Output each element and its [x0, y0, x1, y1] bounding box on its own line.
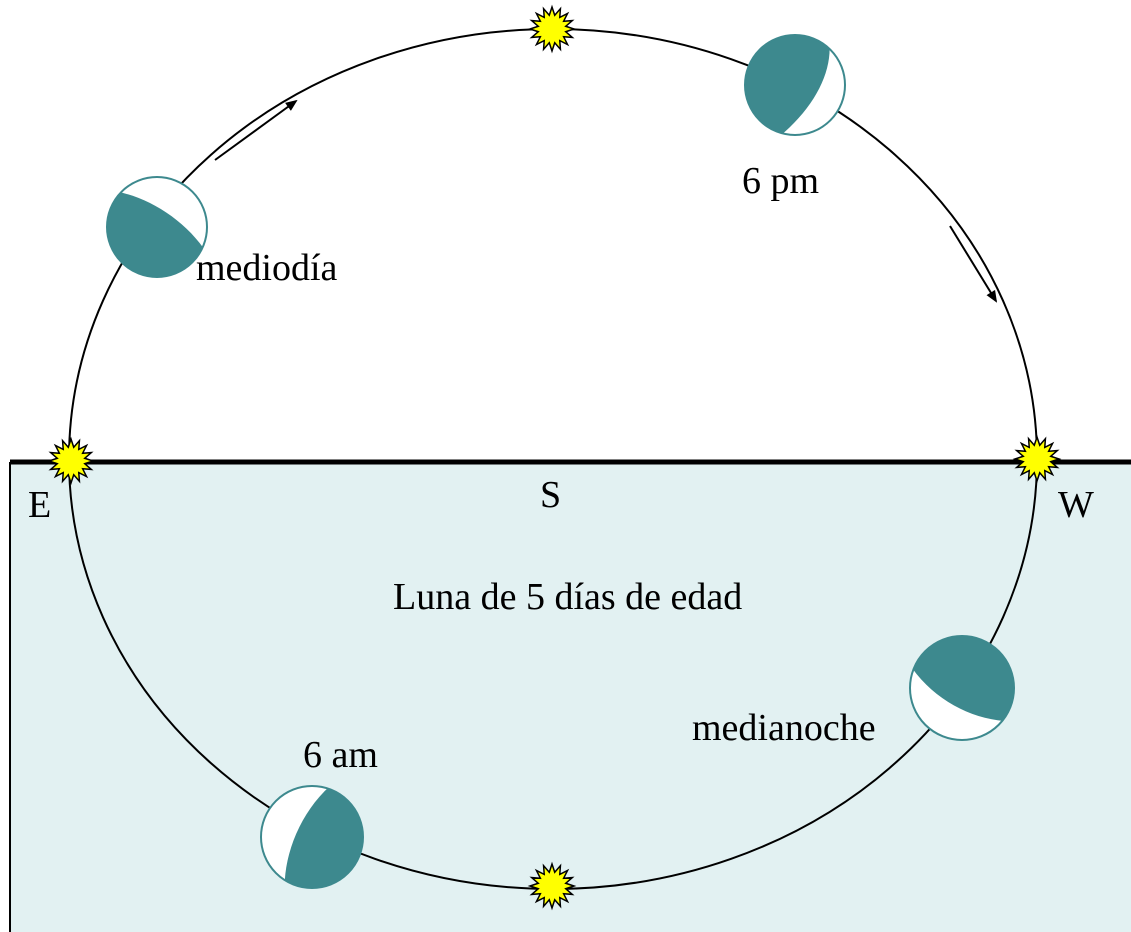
direction-arrow-icon — [214, 99, 298, 161]
diagram-title: Luna de 5 días de edad — [393, 576, 742, 618]
sun-icon — [1012, 434, 1062, 484]
west-label: W — [1058, 484, 1094, 526]
moon-phase-icon — [909, 635, 1015, 741]
noon-label: mediodía — [196, 247, 338, 289]
moon-phase-icon — [744, 34, 846, 136]
sun-icon — [527, 861, 577, 911]
moon-phase-icon — [260, 785, 364, 889]
east-label: E — [28, 484, 51, 526]
south-label: S — [540, 474, 561, 516]
sun-icon — [527, 4, 577, 54]
evening-label: 6 pm — [742, 160, 819, 202]
moon-phase-icon — [106, 176, 208, 278]
morning-label: 6 am — [303, 734, 378, 776]
sun-icon — [46, 436, 96, 486]
direction-arrow-icon — [949, 225, 998, 303]
midnight-label: medianoche — [692, 707, 876, 749]
